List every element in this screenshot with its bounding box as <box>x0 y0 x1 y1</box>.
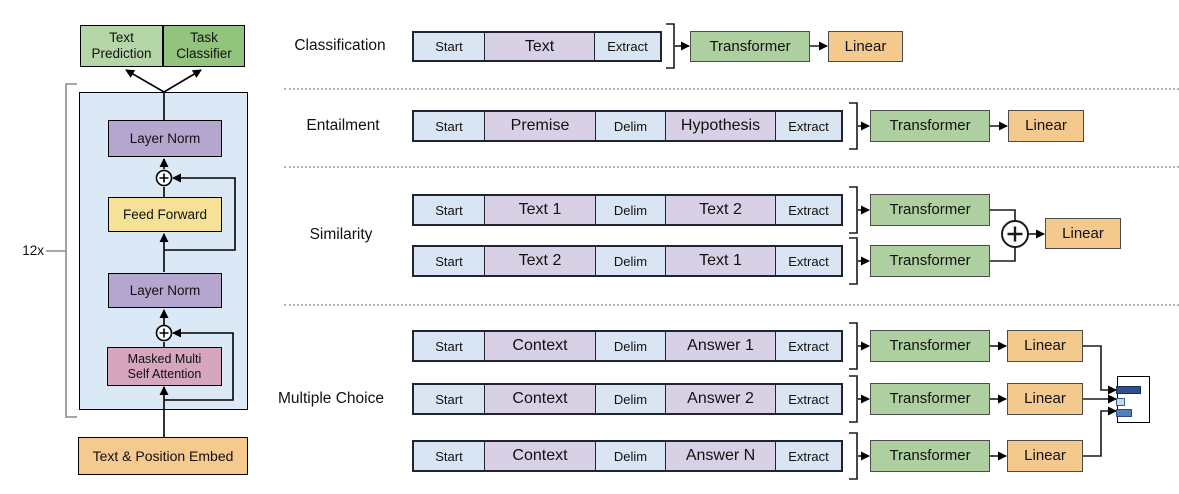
probability-bar <box>1116 409 1132 417</box>
token-cell: Start <box>414 332 484 360</box>
token-cell: Extract <box>775 112 841 140</box>
probability-bar <box>1116 398 1125 406</box>
token-cell: Start <box>414 247 484 275</box>
token-cell: Context <box>484 385 595 413</box>
transformer-box: Transformer <box>870 330 990 362</box>
transformer-box: Transformer <box>870 194 990 226</box>
task-label-similarity: Similarity <box>309 226 373 243</box>
token-cell: Delim <box>595 196 665 224</box>
token-cell: Start <box>414 33 484 60</box>
token-cell: Extract <box>775 196 841 224</box>
token-cell: Hypothesis <box>665 112 775 140</box>
feed-forward-block: Feed Forward <box>108 197 222 232</box>
transformer-box: Transformer <box>870 110 990 142</box>
linear-box: Linear <box>1045 218 1121 249</box>
token-sequence-similarity-2: Start Text 2 Delim Text 1 Extract <box>412 245 843 277</box>
token-cell: Text <box>484 33 594 60</box>
transformer-box: Transformer <box>870 245 990 277</box>
multiplier-label: 12x <box>22 243 44 258</box>
token-cell: Answer 1 <box>665 332 775 360</box>
token-sequence-choice-n: Start Context Delim Answer N Extract <box>412 440 843 472</box>
layer-norm-top-block: Layer Norm <box>108 120 222 157</box>
token-cell: Delim <box>595 112 665 140</box>
token-cell: Context <box>484 442 595 470</box>
token-cell: Delim <box>595 385 665 413</box>
task-label-entailment: Entailment <box>306 117 380 134</box>
linear-box: Linear <box>1007 383 1083 415</box>
linear-box: Linear <box>1008 110 1084 142</box>
transformer-box: Transformer <box>690 31 810 62</box>
token-cell: Premise <box>484 112 595 140</box>
token-sequence-entailment: Start Premise Delim Hypothesis Extract <box>412 110 843 142</box>
transformer-box: Transformer <box>870 440 990 472</box>
token-sequence-similarity-1: Start Text 1 Delim Text 2 Extract <box>412 194 843 226</box>
token-cell: Start <box>414 112 484 140</box>
embed-block: Text & Position Embed <box>78 437 248 475</box>
token-cell: Extract <box>775 332 841 360</box>
token-sequence-choice-2: Start Context Delim Answer 2 Extract <box>412 383 843 415</box>
linear-box: Linear <box>1007 330 1083 362</box>
token-cell: Delim <box>595 442 665 470</box>
token-sequence-classification: Start Text Extract <box>412 31 662 62</box>
multiplier-bracket <box>46 83 77 418</box>
token-cell: Extract <box>775 385 841 413</box>
probability-bar <box>1116 386 1141 394</box>
token-sequence-choice-1: Start Context Delim Answer 1 Extract <box>412 330 843 362</box>
token-cell: Text 1 <box>665 247 775 275</box>
token-cell: Extract <box>775 247 841 275</box>
transformer-box: Transformer <box>870 383 990 415</box>
token-cell: Delim <box>595 247 665 275</box>
separator-line <box>284 166 1179 168</box>
token-cell: Answer N <box>665 442 775 470</box>
task-label-multiple-choice: Multiple Choice <box>278 390 384 407</box>
linear-box: Linear <box>1007 440 1083 472</box>
token-cell: Text 2 <box>484 247 595 275</box>
token-cell: Start <box>414 442 484 470</box>
task-classifier-head: Task Classifier <box>163 25 245 67</box>
text-prediction-head: Text Prediction <box>80 25 163 67</box>
token-cell: Extract <box>594 33 660 60</box>
separator-line <box>284 304 1179 306</box>
token-cell: Start <box>414 196 484 224</box>
token-cell: Context <box>484 332 595 360</box>
masked-attention-block: Masked Multi Self Attention <box>107 347 222 386</box>
token-cell: Answer 2 <box>665 385 775 413</box>
task-label-classification: Classification <box>294 37 386 54</box>
linear-box: Linear <box>828 31 903 62</box>
token-cell: Text 2 <box>665 196 775 224</box>
separator-line <box>284 88 1179 90</box>
token-cell: Extract <box>775 442 841 470</box>
layer-norm-bottom-block: Layer Norm <box>108 273 222 308</box>
token-cell: Text 1 <box>484 196 595 224</box>
token-cell: Delim <box>595 332 665 360</box>
token-cell: Start <box>414 385 484 413</box>
